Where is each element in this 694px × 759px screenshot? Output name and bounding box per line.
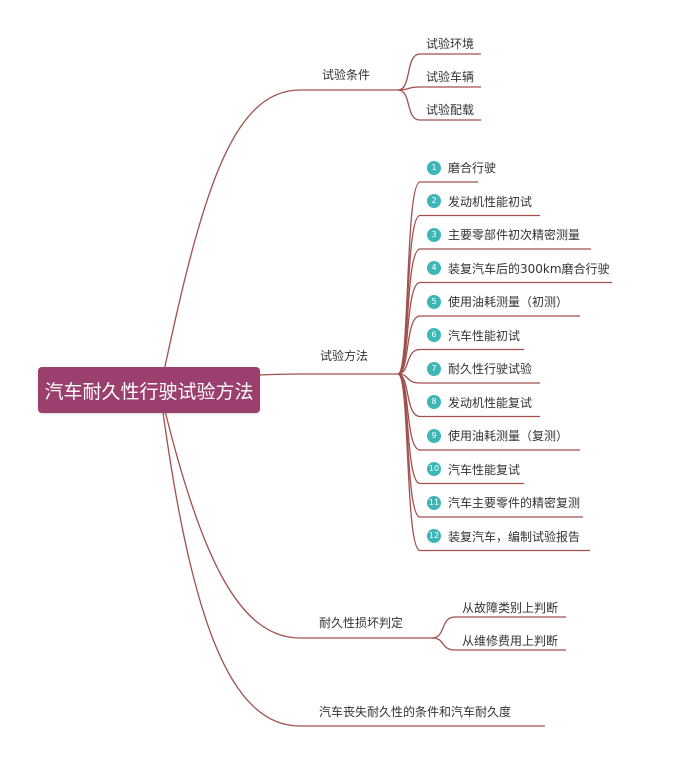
conditions-child-vehicle[interactable]: 试验车辆 bbox=[426, 70, 475, 84]
damage-child-fault-type[interactable]: 从故障类别上判断 bbox=[462, 601, 559, 615]
step-label: 装复汽车，编制试验报告 bbox=[448, 529, 581, 544]
step-label: 耐久性行驶试验 bbox=[448, 362, 533, 376]
method-step-11[interactable]: 11 汽车主要零件的精密复测 bbox=[427, 494, 580, 511]
damage-child-repair-cost[interactable]: 从维修费用上判断 bbox=[462, 634, 559, 648]
connector-conditions-child-1 bbox=[397, 53, 421, 91]
step-number-badge: 10 bbox=[427, 462, 441, 476]
root-node[interactable]: 汽车耐久性行驶试验方法 bbox=[38, 367, 260, 413]
step-label: 使用油耗测量（复测） bbox=[448, 429, 569, 443]
method-step-9[interactable]: 9 使用油耗测量（复测） bbox=[427, 427, 568, 444]
method-step-2[interactable]: 2 发动机性能初试 bbox=[427, 193, 532, 210]
connector-method-step-5 bbox=[397, 315, 421, 375]
step-label: 发动机性能复试 bbox=[448, 395, 533, 410]
step-label: 装复汽车后的300km磨合行驶 bbox=[448, 261, 610, 276]
connector-method-step-3 bbox=[397, 248, 421, 375]
step-number-badge: 11 bbox=[427, 495, 441, 510]
method-step-10[interactable]: 10 汽车性能复试 bbox=[427, 461, 520, 478]
step-number-badge: 5 bbox=[427, 294, 441, 309]
method-step-12[interactable]: 12 装复汽车，编制试验报告 bbox=[427, 528, 580, 545]
method-step-6[interactable]: 6 汽车性能初试 bbox=[427, 327, 520, 344]
branch-label-damage[interactable]: 耐久性损坏判定 bbox=[319, 616, 404, 630]
step-number-badge: 12 bbox=[427, 529, 441, 543]
step-label: 汽车性能复试 bbox=[448, 462, 521, 477]
step-label: 发动机性能初试 bbox=[448, 194, 533, 209]
branch-label-method[interactable]: 试验方法 bbox=[320, 349, 369, 363]
step-number-badge: 4 bbox=[427, 261, 441, 275]
connector-conditions-child-3 bbox=[397, 89, 421, 121]
connector-damage-child-2 bbox=[431, 637, 456, 651]
connector-root-damage bbox=[159, 389, 301, 639]
step-number-badge: 2 bbox=[427, 194, 441, 208]
method-step-1[interactable]: 1 磨合行驶 bbox=[427, 159, 496, 176]
method-step-7[interactable]: 7 耐久性行驶试验 bbox=[427, 360, 532, 377]
connector-root-conditions bbox=[159, 89, 301, 391]
step-number-badge: 1 bbox=[427, 160, 441, 175]
step-number-badge: 7 bbox=[427, 361, 441, 376]
step-label: 磨合行驶 bbox=[448, 161, 497, 175]
connector-method-step-6 bbox=[397, 348, 421, 375]
method-step-4[interactable]: 4 装复汽车后的300km磨合行驶 bbox=[427, 260, 610, 277]
step-label: 汽车主要零件的精密复测 bbox=[448, 496, 581, 510]
step-label: 主要零部件初次精密测量 bbox=[448, 228, 581, 242]
step-label: 使用油耗测量（初测） bbox=[448, 295, 569, 309]
connector-damage-child-1 bbox=[431, 616, 456, 639]
step-label: 汽车性能初试 bbox=[448, 328, 521, 343]
branch-label-conditions[interactable]: 试验条件 bbox=[322, 68, 371, 82]
connector-root-loss bbox=[159, 389, 301, 727]
step-number-badge: 6 bbox=[427, 328, 441, 342]
branch-label-loss[interactable]: 汽车丧失耐久性的条件和汽车耐久度 bbox=[319, 705, 512, 719]
method-step-8[interactable]: 8 发动机性能复试 bbox=[427, 394, 532, 411]
conditions-child-environment[interactable]: 试验环境 bbox=[426, 37, 475, 51]
conditions-child-load[interactable]: 试验配载 bbox=[426, 103, 475, 117]
method-step-3[interactable]: 3 主要零部件初次精密测量 bbox=[427, 226, 580, 243]
step-number-badge: 3 bbox=[427, 227, 441, 242]
connector-method-step-4 bbox=[397, 281, 421, 375]
step-number-badge: 8 bbox=[427, 395, 441, 409]
step-number-badge: 9 bbox=[427, 428, 441, 443]
connector-method-step-12 bbox=[397, 373, 421, 552]
method-step-5[interactable]: 5 使用油耗测量（初测） bbox=[427, 293, 568, 310]
